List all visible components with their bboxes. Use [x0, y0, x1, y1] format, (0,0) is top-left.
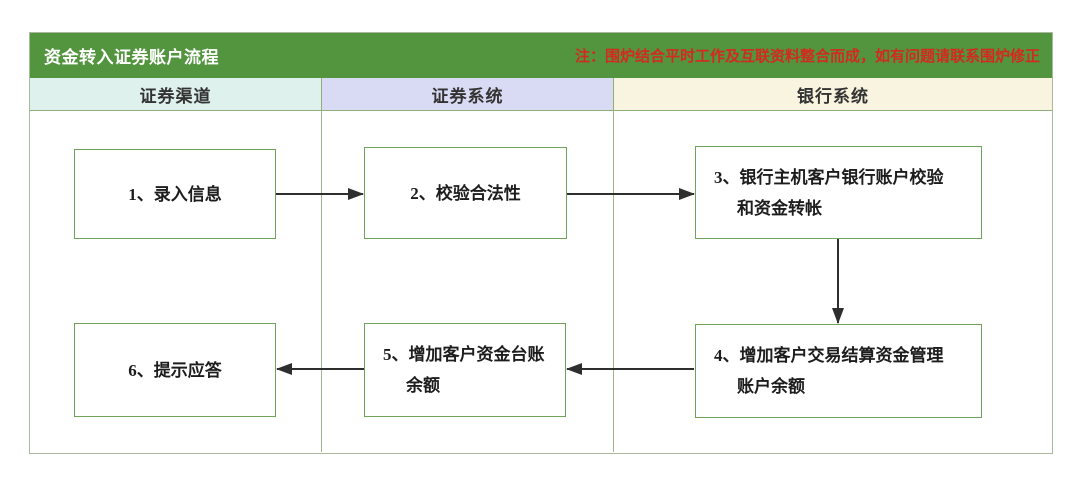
- lane-header-bank-system: 银行系统: [614, 78, 1052, 110]
- flow-node-5: 5、增加客户资金台账 余额: [364, 323, 566, 417]
- flow-node-4-label: 4、增加客户交易结算资金管理: [714, 346, 944, 365]
- flow-node-6: 6、提示应答: [74, 323, 276, 417]
- lane-divider-2: [613, 111, 614, 452]
- flow-node-5-label: 5、增加客户资金台账: [383, 345, 545, 364]
- diagram-frame: 资金转入证券账户流程 注：围炉结合平时工作及互联资料整合而成，如有问题请联系围炉…: [29, 32, 1053, 454]
- flow-node-1-label: 1、录入信息: [128, 184, 222, 204]
- flow-node-1: 1、录入信息: [74, 149, 276, 239]
- lanes-body: 1、录入信息 2、校验合法性 3、银行主机客户银行账户校验 和资金转帐 4、增加…: [30, 111, 1052, 452]
- flow-node-2-label: 2、校验合法性: [410, 183, 521, 203]
- lane-divider-1: [321, 111, 322, 452]
- lane-header-securities-system: 证券系统: [322, 78, 614, 110]
- flow-node-6-label: 6、提示应答: [128, 360, 222, 380]
- flow-node-3: 3、银行主机客户银行账户校验 和资金转帐: [695, 146, 982, 239]
- page-title: 资金转入证券账户流程: [44, 48, 219, 67]
- lane-header-row: 证券渠道 证券系统 银行系统: [30, 78, 1052, 111]
- note-text: 注：围炉结合平时工作及互联资料整合而成，如有问题请联系围炉修正: [574, 49, 1040, 65]
- lane-header-securities-channel: 证券渠道: [30, 78, 322, 110]
- title-bar: 资金转入证券账户流程 注：围炉结合平时工作及互联资料整合而成，如有问题请联系围炉…: [30, 33, 1052, 78]
- flow-node-2: 2、校验合法性: [364, 147, 567, 239]
- flow-node-3-label: 3、银行主机客户银行账户校验: [714, 167, 944, 187]
- flow-node-4: 4、增加客户交易结算资金管理 账户余额: [695, 324, 982, 418]
